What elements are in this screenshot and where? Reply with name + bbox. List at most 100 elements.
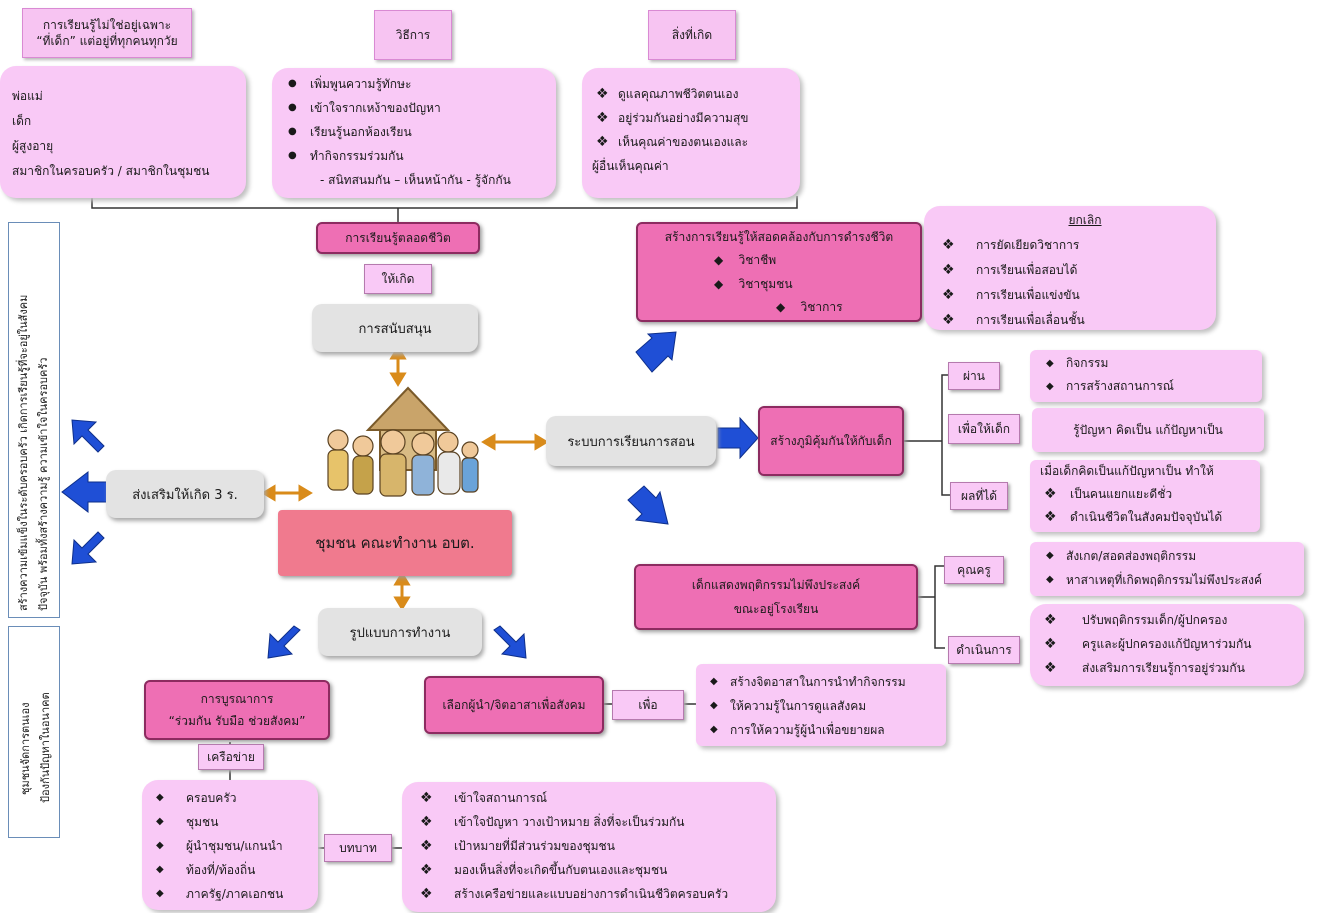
teacher-label-box: คุณครู: [944, 556, 1004, 584]
leader-box: เลือกผู้นำ/จิตอาสาเพื่อสังคม: [424, 676, 604, 734]
network-item: ครอบครัว: [150, 786, 310, 810]
blue-arrow-left-up: [71, 419, 105, 453]
blue-arrow-down-right-2: [493, 625, 527, 659]
lifelong-learning-box: การเรียนรู้ตลอดชีวิต: [316, 222, 480, 254]
action-item: ส่งเสริมการเรียนรู้การอยู่ร่วมกัน: [1040, 656, 1294, 680]
lifelong-learning-label: การเรียนรู้ตลอดชีวิต: [345, 230, 451, 245]
outcome-tail: ผู้อื่นเห็นคุณค่า: [592, 159, 669, 173]
align-item: ◆ วิชาการ: [776, 300, 843, 314]
outcome-item: อยู่ร่วมกันอย่างมีความสุข: [592, 106, 790, 130]
header-learning-line2: “ที่เด็ก” แต่อยู่ที่ทุกคนทุกวัย: [36, 34, 178, 48]
teacher-item: สังเกต/สอดส่องพฤติกรรม: [1040, 544, 1294, 568]
behavior-line2: ขณะอยู่โรงเรียน: [733, 602, 819, 616]
network-item: ชุมชน: [150, 810, 310, 834]
result-head: เมื่อเด็กคิดเป็นแก้ปัญหาเป็น ทำให้: [1040, 464, 1214, 478]
action-panel: ปรับพฤติกรรมเด็ก/ผู้ปกครอง ครูและผู้ปกคร…: [1030, 604, 1304, 686]
align-item: ◆ วิชาชีพ: [714, 253, 777, 267]
promote-3r-box: ส่งเสริมให้เกิด 3 ร.: [106, 470, 264, 518]
learners-panel: พ่อแม่ เด็ก ผู้สูงอายุ สมาชิกในครอบครัว …: [0, 66, 246, 198]
header-learning-everyone: การเรียนรู้ไม่ใช่อยู่เฉพาะ “ที่เด็ก” แต่…: [22, 8, 192, 58]
via-panel: กิจกรรม การสร้างสถานการณ์: [1030, 350, 1262, 402]
network-label: เครือข่าย: [207, 749, 255, 764]
network-item: ภาครัฐ/ภาคเอกชน: [150, 882, 310, 906]
align-learning-title: สร้างการเรียนรู้ให้สอดคล้องกับการดำรงชีว…: [664, 230, 894, 244]
leader-label: เลือกผู้นำ/จิตอาสาเพื่อสังคม: [442, 697, 586, 712]
align-item-label: วิชาชีพ: [738, 253, 777, 267]
for-child-panel: รู้ปัญหา คิดเป็น แก้ปัญหาเป็น: [1032, 408, 1264, 452]
double-arrow-system: [481, 433, 549, 451]
behavior-line1: เด็กแสดงพฤติกรรมไม่พึงประสงค์: [691, 578, 861, 592]
teacher-item: หาสาเหตุที่เกิดพฤติกรรมไม่พึงประสงค์: [1040, 568, 1294, 592]
blue-arrow-down-right: [627, 485, 669, 525]
side-text-bottom-1: ชุมชนจัดการตนเอง: [19, 702, 32, 795]
community-people-illustration: [327, 386, 479, 497]
action-item: ปรับพฤติกรรมเด็ก/ผู้ปกครอง: [1040, 608, 1294, 632]
cancel-title: ยกเลิก: [1068, 213, 1102, 227]
cancel-item: การยัดเยียดวิชาการ: [938, 233, 1202, 258]
double-arrow-work: [393, 571, 411, 611]
result-item: เป็นคนแยกแยะดีชั่ว: [1040, 483, 1250, 506]
role-item: เข้าใจปัญหา วางเป้าหมาย สิ่งที่จะเป็นร่ว…: [416, 810, 762, 834]
double-arrow-3r: [261, 484, 313, 502]
role-item: สร้างเครือข่ายและแบบอย่างการดำเนินชีวิตค…: [416, 882, 762, 906]
side-box-community-self: ชุมชนจัดการตนเอง ป้องกันปัญหาในอนาคต: [8, 626, 60, 838]
align-learning-box: สร้างการเรียนรู้ให้สอดคล้องกับการดำรงชีว…: [636, 222, 922, 322]
side-text-top-2: ปัจจุบัน พร้อมทั้งสร้างความรู้ ความเข้าใ…: [37, 357, 50, 611]
method-subline: - สนิทสนมกัน – เห็นหน้ากัน - รู้จักกัน: [320, 173, 511, 187]
role-box: บทบาท: [324, 834, 392, 862]
integration-line1: การบูรณาการ: [200, 692, 274, 706]
result-label: ผลที่ได้: [960, 488, 998, 503]
for-child-label: เพื่อให้เด็ก: [957, 421, 1011, 436]
learner-item: ผู้สูงอายุ: [12, 139, 54, 153]
learner-item: สมาชิกในครอบครัว / สมาชิกในชุมชน: [12, 164, 210, 178]
network-box: เครือข่าย: [198, 744, 264, 770]
support-box: การสนับสนุน: [312, 304, 478, 352]
via-label-box: ผ่าน: [948, 362, 1000, 390]
double-arrow-support: [389, 345, 407, 387]
role-item: เข้าใจสถานการณ์: [416, 786, 762, 810]
outcome-item: ดูแลคุณภาพชีวิตตนเอง: [592, 82, 790, 106]
blue-arrow-left-down: [71, 531, 105, 565]
role-item: มองเห็นสิ่งที่จะเกิดขึ้นกับตนเองและชุมชน: [416, 858, 762, 882]
learner-item: เด็ก: [12, 114, 32, 128]
work-style-label: รูปแบบการทำงาน: [349, 625, 451, 641]
side-text-top-1: สร้างความเข้มแข็งในระดับครอบครัว เกิดการ…: [17, 294, 30, 611]
role-label: บทบาท: [339, 840, 377, 855]
immunity-label: สร้างภูมิคุ้มกันให้กับเด็ก: [770, 433, 892, 448]
align-item: ◆ วิชาชุมชน: [714, 277, 793, 291]
for-item: สร้างจิตอาสาในการนำทำกิจกรรม: [704, 670, 938, 694]
for-child-text: รู้ปัญหา คิดเป็น แก้ปัญหาเป็น: [1073, 423, 1223, 437]
immunity-box: สร้างภูมิคุ้มกันให้กับเด็ก: [758, 406, 904, 476]
blue-arrow-up-right: [635, 331, 677, 373]
network-item: ผู้นำชุมชน/แกนนำ: [150, 834, 310, 858]
community-box: ชุมชน คณะทำงาน อบต.: [278, 510, 512, 576]
for-panel: สร้างจิตอาสาในการนำทำกิจกรรม ให้ความรู้ใ…: [696, 664, 946, 746]
action-item: ครูและผู้ปกครองแก้ปัญหาร่วมกัน: [1040, 632, 1294, 656]
via-label: ผ่าน: [963, 368, 985, 383]
makes-happen-label: ให้เกิด: [381, 271, 415, 286]
role-panel: เข้าใจสถานการณ์ เข้าใจปัญหา วางเป้าหมาย …: [402, 782, 776, 912]
teaching-system-box: ระบบการเรียนการสอน: [546, 416, 716, 466]
header-method-label: วิธีการ: [395, 28, 431, 42]
support-label: การสนับสนุน: [358, 321, 432, 337]
blue-arrow-down-left: [267, 625, 301, 659]
makes-happen-box: ให้เกิด: [364, 264, 432, 294]
for-child-label-box: เพื่อให้เด็ก: [948, 414, 1020, 444]
outcomes-panel: ดูแลคุณภาพชีวิตตนเอง อยู่ร่วมกันอย่างมีค…: [582, 68, 800, 198]
method-item: เรียนรู้นอกห้องเรียน: [284, 120, 544, 144]
integration-box: การบูรณาการ “ร่วมกัน รับมือ ช่วยสังคม”: [144, 680, 330, 740]
integration-line2: “ร่วมกัน รับมือ ช่วยสังคม”: [168, 714, 306, 728]
cancel-panel: ยกเลิก การยัดเยียดวิชาการ การเรียนเพื่อส…: [924, 206, 1216, 333]
teacher-panel: สังเกต/สอดส่องพฤติกรรม หาสาเหตุที่เกิดพฤ…: [1030, 542, 1304, 596]
result-panel: เมื่อเด็กคิดเป็นแก้ปัญหาเป็น ทำให้ เป็นค…: [1030, 460, 1260, 532]
teacher-label: คุณครู: [957, 562, 991, 577]
side-box-family-strength: สร้างความเข้มแข็งในระดับครอบครัว เกิดการ…: [8, 222, 60, 618]
promote-3r-label: ส่งเสริมให้เกิด 3 ร.: [132, 487, 238, 503]
for-label: เพื่อ: [638, 697, 658, 712]
role-item: เป้าหมายที่มีส่วนร่วมของชุมชน: [416, 834, 762, 858]
header-method: วิธีการ: [374, 10, 452, 60]
method-item: เข้าใจรากเหง้าของปัญหา: [284, 96, 544, 120]
behavior-box: เด็กแสดงพฤติกรรมไม่พึงประสงค์ ขณะอยู่โรง…: [634, 564, 918, 630]
community-label: ชุมชน คณะทำงาน อบต.: [315, 534, 475, 552]
learner-item: พ่อแม่: [12, 89, 43, 103]
